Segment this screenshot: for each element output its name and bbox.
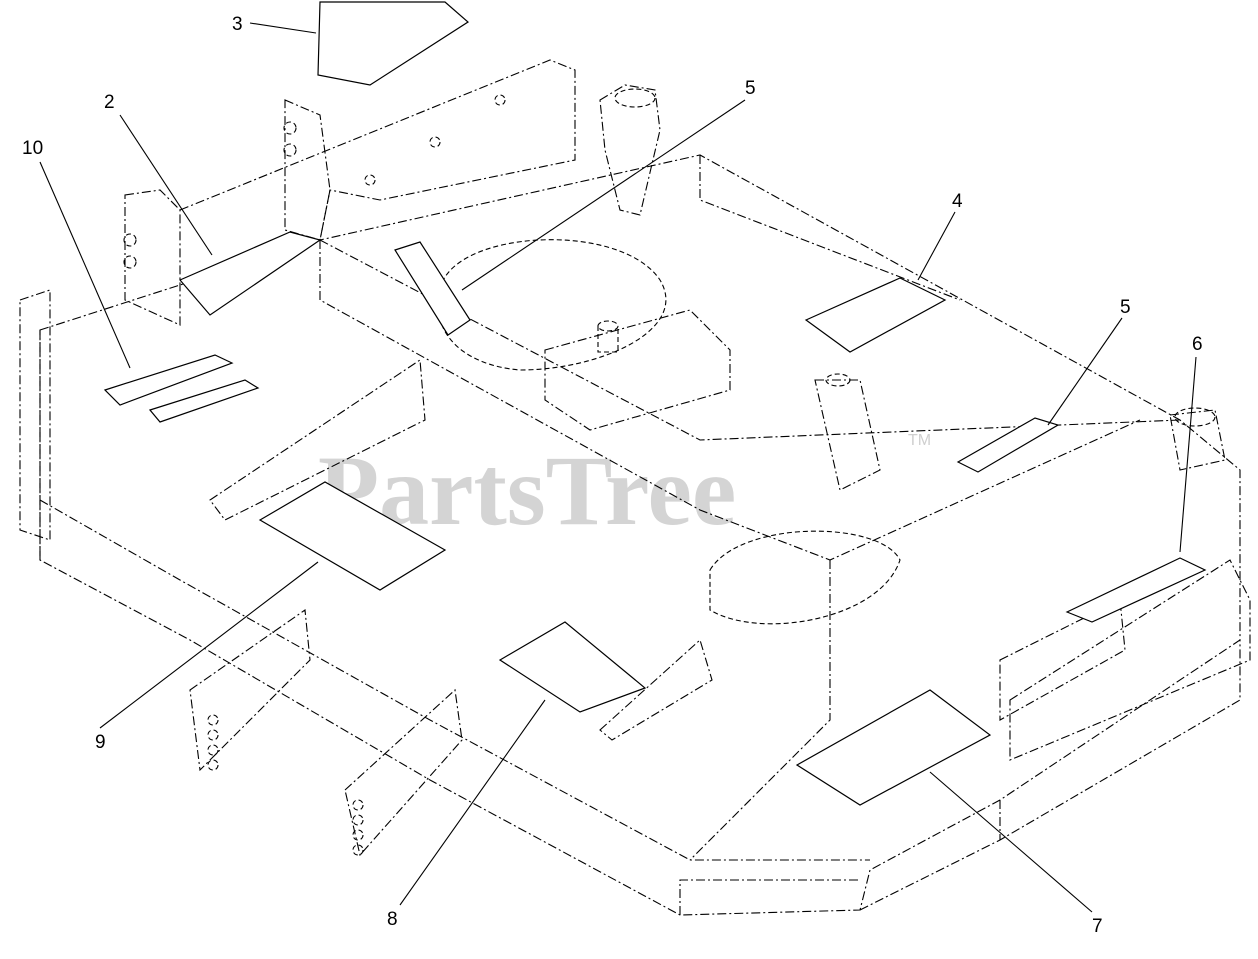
callout-7: 7 [1092,916,1103,937]
decal-2 [179,231,322,316]
decal-6 [1065,557,1207,623]
callout-3: 3 [232,14,243,35]
callout-8: 8 [387,909,398,930]
callout-labels: 3 2 10 5 4 5 6 9 8 7 [22,14,1203,937]
leader-lines [39,22,1197,913]
callout-5-right: 5 [1120,297,1131,318]
decal-3 [317,1,469,86]
decal-5b [956,417,1060,473]
front-brackets [189,609,463,857]
decal-10-slot [148,379,260,423]
discharge-guard [999,409,1251,761]
deck-outline [39,154,1241,916]
decal-7 [795,689,992,806]
rear-bracket [19,59,661,541]
decals [103,1,1207,806]
callout-2: 2 [104,92,115,113]
callout-5-top: 5 [745,78,756,99]
decal-9 [258,481,447,591]
callout-9: 9 [95,732,106,753]
decal-10 [103,354,234,406]
callout-4: 4 [952,191,963,212]
watermark-trademark: TM [908,432,931,449]
callout-6: 6 [1192,334,1203,355]
callout-10: 10 [22,138,43,159]
blade-housings [209,239,901,741]
decal-8 [498,621,647,713]
decal-4 [804,277,947,353]
decal-5a [394,241,471,336]
spindles [597,88,1216,427]
